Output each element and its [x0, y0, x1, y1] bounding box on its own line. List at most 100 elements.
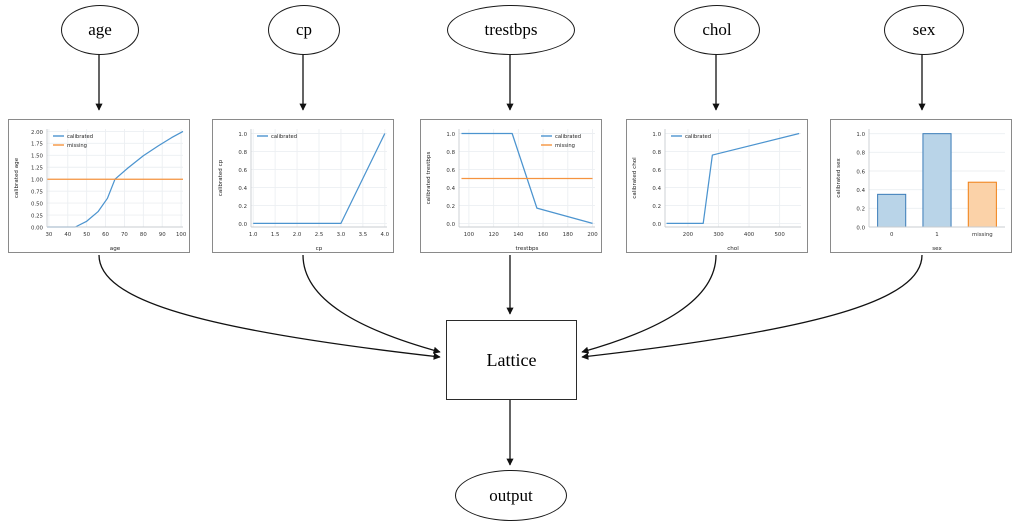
xtick-label: 2.5 — [315, 232, 324, 238]
node-output-label: output — [489, 485, 533, 505]
ytick-label: 0.4 — [238, 186, 247, 192]
ytick-label: 0.6 — [652, 168, 661, 174]
node-trestbps[interactable]: trestbps — [447, 5, 575, 55]
xtick-label: 180 — [563, 232, 574, 238]
y-axis-label: calibrated age — [14, 157, 20, 198]
series-calibrated — [461, 132, 593, 225]
node-cp-label: cp — [295, 20, 313, 39]
series-calibrated — [253, 133, 386, 225]
plot-panel-age: 0.00 0.25 0.50 0.75 1.00 1.25 1.50 1.75 2.00 30 40… — [8, 119, 190, 253]
xtick-label: 400 — [744, 232, 755, 238]
bar — [877, 193, 907, 228]
ytick-label: 1.0 — [238, 132, 247, 138]
ytick-label: 0.75 — [31, 190, 43, 196]
legend-label: missing — [67, 143, 87, 149]
node-sex[interactable]: sex — [884, 5, 964, 55]
ytick-label: 0.00 — [31, 225, 44, 231]
ytick-label: 1.25 — [31, 166, 43, 172]
ytick-label: 1.00 — [31, 178, 44, 184]
xtick-label: 3.5 — [359, 232, 368, 238]
ytick-label: 0.0 — [652, 222, 661, 228]
xtick-label: 100 — [176, 232, 187, 238]
edge-chol-to-lattice — [581, 254, 717, 354]
legend-label: calibrated — [271, 134, 297, 140]
node-lattice[interactable]: Lattice — [446, 320, 577, 400]
node-age-label: age — [88, 20, 112, 39]
y-axis-label: calibrated chol — [632, 157, 638, 199]
x-axis-label: age — [110, 246, 121, 252]
edge-cp-to-lattice — [302, 254, 441, 354]
ytick-label: 0.8 — [446, 150, 455, 156]
series-calibrated — [666, 132, 800, 225]
node-age[interactable]: age — [61, 5, 139, 55]
bar — [967, 181, 997, 228]
ytick-label: 0.25 — [31, 213, 43, 219]
node-sex-label: sex — [912, 20, 936, 39]
chart-chol: 0.0 0.2 0.4 0.6 0.8 1.0 200 300 400 500 chol calibr… — [632, 129, 801, 252]
bar — [922, 133, 952, 228]
ytick-label: 1.0 — [446, 132, 455, 138]
ytick-label: 0.2 — [856, 207, 865, 213]
xtick-label: 3.0 — [337, 232, 346, 238]
chart-age: 0.00 0.25 0.50 0.75 1.00 1.25 1.50 1.75 2.00 30 40… — [14, 129, 187, 252]
ytick-label: 0.50 — [31, 201, 44, 207]
xtick-label: 1.0 — [249, 232, 258, 238]
xtick-label: 50 — [83, 232, 90, 238]
node-output[interactable]: output — [455, 470, 567, 521]
xtick-label: 120 — [488, 232, 499, 238]
ytick-label: 1.75 — [31, 142, 43, 148]
xtick-label: 30 — [45, 232, 52, 238]
xtick-label: 40 — [64, 232, 71, 238]
xtick-label: 140 — [513, 232, 524, 238]
edge-age-to-lattice — [98, 254, 441, 360]
y-axis-label: calibrated trestbps — [426, 152, 432, 205]
ytick-label: 0.0 — [856, 225, 865, 231]
ytick-label: 1.0 — [652, 132, 661, 138]
x-axis-label: sex — [932, 246, 942, 252]
x-axis-label: chol — [727, 246, 739, 252]
xtick-label: 2.0 — [293, 232, 302, 238]
ytick-label: 0.8 — [238, 150, 247, 156]
xtick-label: 100 — [464, 232, 475, 238]
ytick-label: 0.2 — [652, 204, 661, 210]
xtick-label: 4.0 — [381, 232, 390, 238]
plot-panel-chol: 0.0 0.2 0.4 0.6 0.8 1.0 200 300 400 500 chol calibr… — [626, 119, 808, 253]
ytick-label: 2.00 — [31, 130, 44, 136]
xtick-label: 300 — [713, 232, 724, 238]
xtick-label: 70 — [121, 232, 128, 238]
legend-label: calibrated — [67, 134, 93, 140]
ytick-label: 0.0 — [238, 222, 247, 228]
y-axis-label: calibrated sex — [836, 158, 842, 198]
ytick-label: 0.2 — [446, 204, 455, 210]
legend-label: calibrated — [555, 134, 581, 140]
xtick-label: 160 — [538, 232, 549, 238]
xtick-label: 90 — [159, 232, 166, 238]
xtick-label: 80 — [140, 232, 147, 238]
xtick-label: 200 — [683, 232, 694, 238]
ytick-label: 0.6 — [446, 168, 455, 174]
edge-sex-to-lattice — [581, 254, 923, 360]
ytick-label: 0.8 — [652, 150, 661, 156]
node-chol[interactable]: chol — [674, 5, 760, 55]
ytick-label: 0.4 — [856, 188, 865, 194]
ytick-label: 0.6 — [238, 168, 247, 174]
x-axis-label: trestbps — [516, 246, 539, 252]
y-axis-label: calibrated cp — [218, 159, 224, 196]
ytick-label: 0.4 — [652, 186, 661, 192]
ytick-label: 1.0 — [856, 132, 865, 138]
ytick-label: 1.50 — [31, 154, 44, 160]
xtick-label: 1 — [935, 232, 938, 238]
xtick-label: 500 — [774, 232, 785, 238]
ytick-label: 0.2 — [238, 204, 247, 210]
node-cp[interactable]: cp — [268, 5, 340, 55]
ytick-label: 0.6 — [856, 169, 865, 175]
xtick-label: 60 — [102, 232, 109, 238]
ytick-label: 0.4 — [446, 186, 455, 192]
xtick-label: 0 — [890, 232, 894, 238]
